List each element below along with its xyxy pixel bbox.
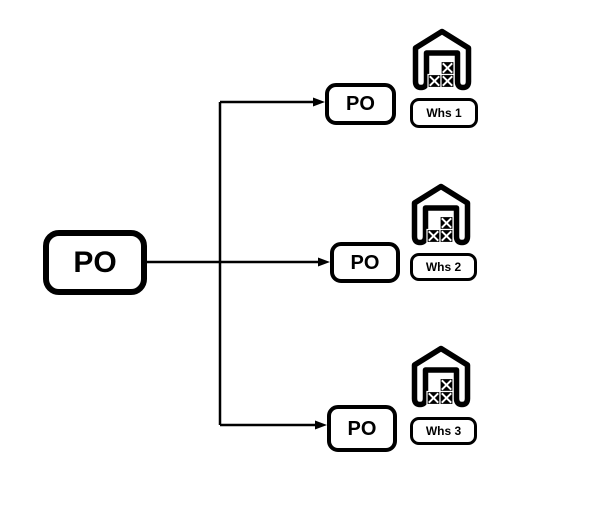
arrowhead-top [313,97,325,107]
warehouse-icon [410,27,474,91]
warehouse-icon [409,182,473,246]
main-po-label: PO [73,245,117,279]
warehouse-label-2: Whs 2 [410,253,477,281]
warehouse-label-3: Whs 3 [410,417,477,445]
main-po-node: PO [43,230,147,295]
warehouse-label-1: Whs 1 [410,98,478,128]
branch-po-node-2: PO [330,242,400,283]
warehouse-name: Whs 2 [425,260,462,274]
branch-po-label: PO [350,251,380,274]
branch-po-label: PO [346,93,375,115]
arrowhead-bottom [315,420,327,430]
branch-po-node-1: PO [325,83,396,125]
warehouse-name: Whs 1 [426,106,462,120]
arrowhead-middle [318,257,330,267]
warehouse-name: Whs 3 [425,424,462,438]
branch-po-node-3: PO [327,405,397,452]
branch-po-label: PO [347,417,377,440]
warehouse-icon [409,344,473,408]
